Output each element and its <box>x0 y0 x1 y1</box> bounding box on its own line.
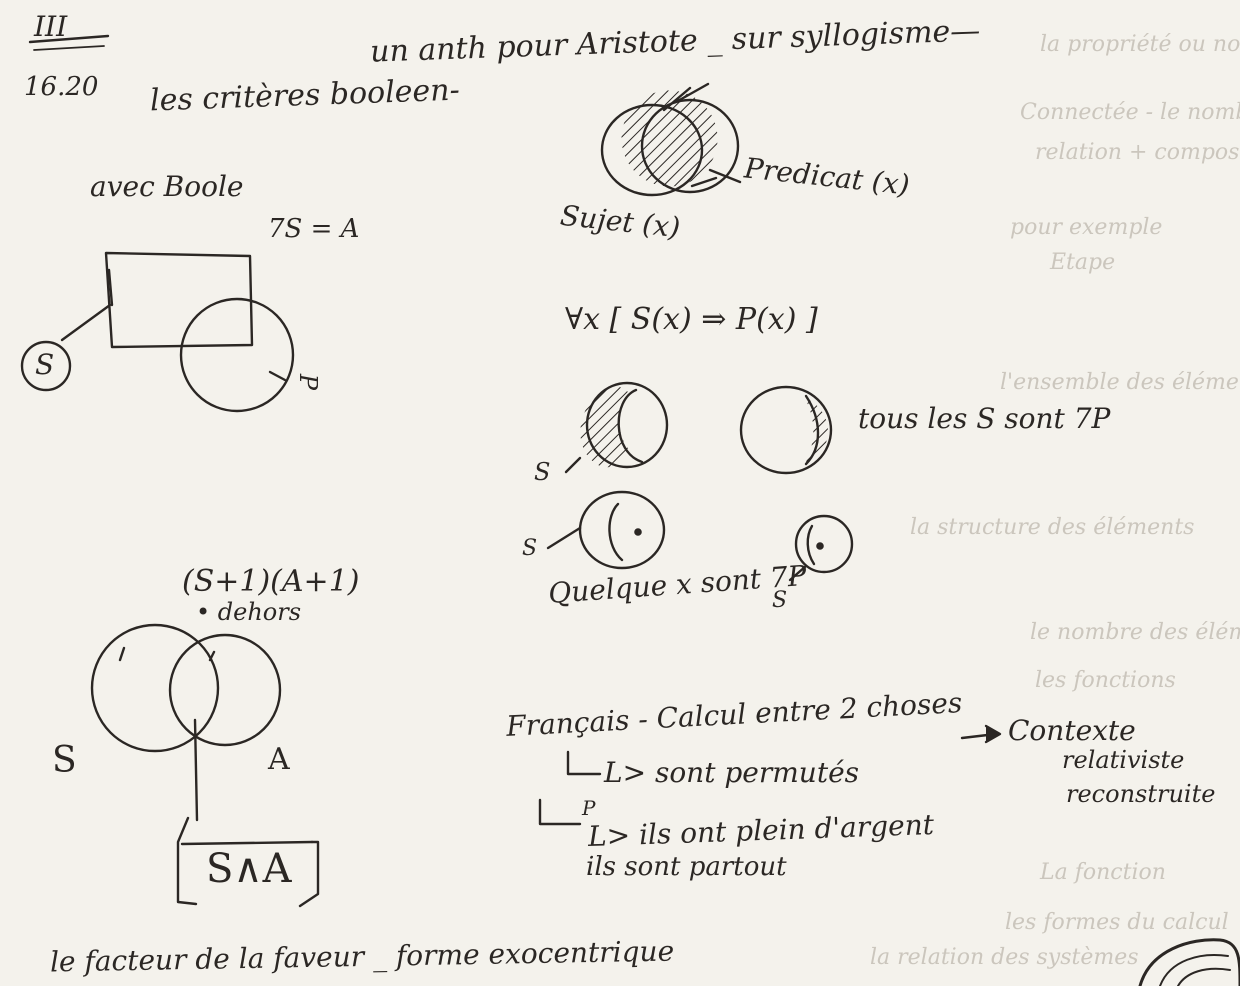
shaded-s-label: S <box>534 458 551 486</box>
arrow-target-3: reconstruite <box>1066 780 1216 808</box>
bleed-through-text: pour exemple <box>1010 215 1163 240</box>
s-circle <box>20 340 72 392</box>
bleed-through-text: la propriété ou non propriété <box>1040 32 1240 57</box>
venn-s-a <box>90 623 320 908</box>
header-roman: III <box>34 10 68 43</box>
bleed-through-text: la relation des systèmes <box>870 945 1139 970</box>
p-rotated-label: P <box>294 373 323 391</box>
s-circle-label: S <box>35 348 55 381</box>
ils-sont-partout: ils sont partout <box>586 852 787 882</box>
bleed-through-text: Connectée - le nombre des nombres <box>1020 100 1240 125</box>
shaded-circle-left <box>564 381 669 474</box>
dot-s-left-label: S <box>522 536 538 561</box>
s-plus-one: (S+1)(A+1) <box>182 564 360 599</box>
bleed-through-text: la structure des éléments <box>910 515 1195 540</box>
bleed-through-text: les fonctions <box>1035 668 1176 693</box>
bleed-through-text: Etape <box>1050 250 1116 275</box>
s-and-a: S∧A <box>206 846 292 892</box>
shaded-circle-right <box>739 385 833 475</box>
not-s-equals-a: 7S = A <box>268 214 360 244</box>
venn-predicate-subject <box>600 82 742 197</box>
arrow-target-1: Contexte <box>1008 714 1136 747</box>
big-s-label: S <box>52 740 77 781</box>
arrow-target-2: relativiste <box>1062 746 1185 774</box>
bleed-through-text: l'ensemble des éléments <box>1000 370 1240 395</box>
header-date: 16.20 <box>24 72 99 102</box>
p-mark: P <box>582 796 596 820</box>
bleed-through-text: relation + composition <box>1035 140 1240 165</box>
header-underline <box>28 34 110 44</box>
dot-s-right-label: S <box>772 588 788 613</box>
boole-circle <box>179 297 295 413</box>
boole-square <box>104 251 254 349</box>
dot-circle-right <box>788 514 854 582</box>
tous-les-s: tous les S sont 7P <box>858 402 1111 435</box>
big-a-label: A <box>268 742 290 777</box>
formula: ∀x [ S(x) ⇒ P(x) ] <box>565 302 818 337</box>
corner-scribble <box>1138 938 1240 986</box>
bleed-through-text: La fonction <box>1040 860 1166 885</box>
dot-circle-left <box>546 490 666 570</box>
sont-permutes: L> sont permutés <box>604 756 860 789</box>
bleed-through-text: les formes du calcul <box>1005 910 1229 935</box>
dehors: • dehors <box>196 598 302 626</box>
avec-boole: avec Boole <box>90 170 244 203</box>
bleed-through-text: le nombre des éléments est composé <box>1030 620 1240 645</box>
